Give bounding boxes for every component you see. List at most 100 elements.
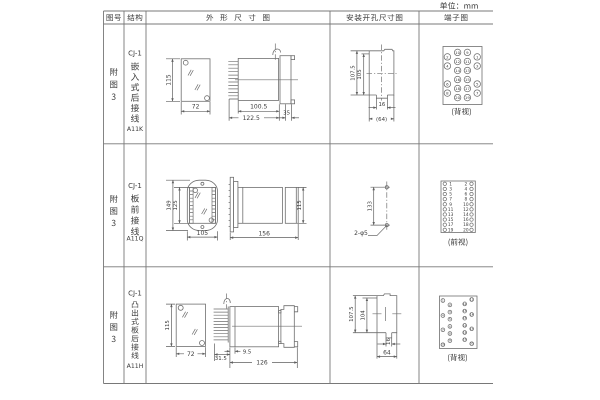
cjk-glyph [457,353,465,361]
header-figure-no [106,14,121,21]
shape-rect [233,180,239,228]
terminal-number: 9 [449,339,451,343]
cjk-glyph [110,80,118,89]
terminal-number: 3 [476,63,479,68]
row2-front-view: 149 125 105 [166,179,218,241]
terminal-number: 17 [465,86,470,91]
terminal-pin [440,313,446,318]
terminal-pin [469,197,474,202]
cjk-glyph [456,3,459,9]
terminal-number: 6 [449,324,451,328]
dimension-line [376,332,398,359]
row1-figure-label [110,67,118,100]
cjk-glyph [448,354,450,362]
terminal-number: 17 [470,327,474,331]
row3-code: A11H [127,363,144,370]
row1-dim-cutout-width: (64) [376,117,387,123]
terminal-number: 7 [442,328,444,332]
row1-code: A11K [127,126,144,133]
cjk-glyph [114,14,121,21]
row3-front-view: 115 72 [165,303,206,358]
shape-rect [229,176,234,233]
terminal-pin [440,327,446,333]
terminal-pin [453,84,462,93]
terminal-number: 4 [446,63,449,68]
cjk-glyph [130,72,140,81]
terminal-number: 10 [441,343,445,347]
terminal-number: 17 [448,222,454,228]
cjk-glyph [362,14,370,21]
cjk-glyph [110,67,118,76]
terminal-pin [469,297,474,302]
cjk-glyph [110,207,118,215]
row3-dim-side-length: 126 [256,360,268,367]
cjk-glyph [395,14,403,21]
hole-circle [208,217,214,223]
row1-dim-front-width: 72 [192,104,200,111]
terminal-pin [469,207,474,212]
shape-rect [442,46,483,105]
terminal-pin [469,222,474,227]
row2-side-view: 115 156 [228,176,307,240]
cjk-glyph [248,13,256,21]
shape-rect [290,55,295,61]
terminal-pin [473,53,481,61]
hole-circle [200,181,205,186]
hole-circle [204,95,210,101]
cjk-glyph [131,351,139,359]
row3-dim-height-inner: 104 [361,310,367,321]
dimension-line [174,187,190,224]
shape-rect [186,179,218,231]
row3-structure-name [131,301,139,359]
cjk-glyph [131,227,140,236]
dimension-line [186,231,218,241]
cjk-glyph [461,107,469,115]
terminal-number: 2 [446,54,449,59]
row1-view-label [452,107,471,116]
terminal-pin [443,89,452,97]
cjk-glyph [448,238,451,247]
cjk-glyph [135,13,143,21]
drawing-path [368,225,387,236]
drawing-path [223,298,231,305]
terminal-number: 18 [463,331,467,335]
terminal-pin [473,62,481,70]
terminal-pin [462,330,467,335]
terminal-pin [463,66,472,75]
terminal-number: 7 [476,91,479,96]
cjk-glyph [450,238,458,246]
row3-view-label [448,353,467,362]
terminal-number: 11 [470,298,474,302]
terminal-pin [469,202,474,207]
terminal-number: 6 [465,192,468,198]
cjk-glyph [354,13,362,21]
row3-dim-cutout-width: 64 [383,349,391,356]
cjk-glyph [131,205,139,214]
cjk-glyph [110,310,118,319]
row2-dim-front-outer: 149 [167,200,173,211]
terminal-pin [453,75,462,84]
terminal-pin [442,222,447,227]
row3-dim-pins: 31.5 [215,356,227,362]
terminal-pin [462,323,467,328]
terminal-number: 15 [463,316,467,320]
terminal-number: 12 [463,302,467,306]
terminal-pin [473,80,481,88]
cjk-glyph [471,4,478,9]
cjk-glyph [461,14,468,21]
cjk-glyph [454,107,462,115]
cjk-glyph [440,1,448,10]
terminal-pin [440,298,446,303]
terminal-pin [443,53,452,61]
cjk-glyph [465,354,467,362]
cjk-glyph [447,1,456,10]
terminal-pin [469,341,474,346]
terminal-pin [442,181,447,186]
terminal-number: 15 [448,217,454,223]
hole-circle [177,304,184,311]
cjk-glyph [458,238,466,246]
terminal-pin [463,48,472,57]
